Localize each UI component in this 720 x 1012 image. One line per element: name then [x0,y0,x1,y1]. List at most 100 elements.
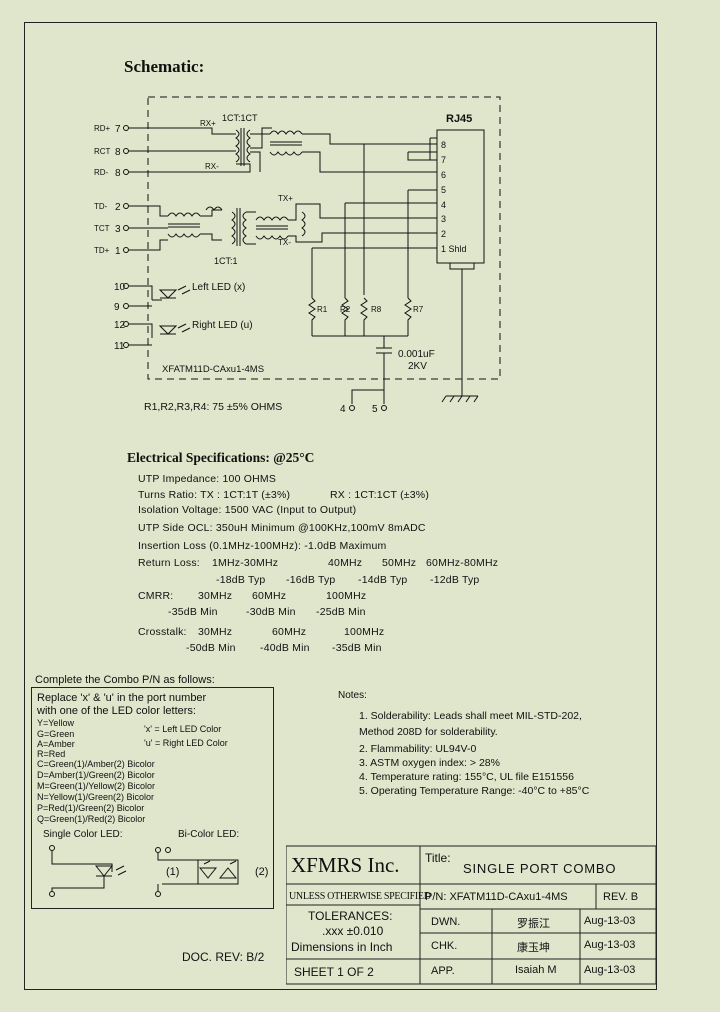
pin-tct-circle [123,225,129,231]
tx-choke-4 [301,211,306,237]
capacitor-voltage: 2KV [408,361,427,372]
spec-turns-rx: RX : 1CT:1CT (±3%) [330,489,430,501]
pin-number-1: 1 [115,246,121,257]
note-1: 1. Solderability: Leads shall meet MIL-S… [359,710,582,722]
pin-number-8a: 8 [115,147,121,158]
led-pin-12: 12 [114,320,126,331]
cmrr-value-1: -35dB Min [168,606,218,618]
pin-td-minus-circle [123,203,129,209]
color-code-6: M=Green(1)/Yellow(2) Bicolor [37,781,155,791]
crosstalk-freq-3: 100MHz [344,626,385,638]
pin-label-td-plus: TD+ [94,246,110,255]
resistor-label-r7: R7 [413,305,424,314]
part-number: P/N: XFATM11D-CAxu1-4MS [425,891,568,903]
color-code-5: D=Amber(1)/Green(2) Bicolor [37,770,155,780]
electrical-heading: Electrical Specifications: @25°C [127,450,315,465]
rx-transformer-primary [235,129,240,163]
resistor-r2 [341,297,349,336]
bottom-pin-5: 5 [372,404,378,415]
color-code-1: G=Green [37,729,75,739]
pin-td-plus-circle [123,247,129,253]
rj45-pin-3: 3 [441,214,446,224]
dwn-role: DWN. [431,916,461,928]
pin-number-8b: 8 [115,168,121,179]
unless-specified-label: UNLESS OTHERWISE SPECIFIED [289,891,431,902]
spec-isolation: Isolation Voltage: 1500 VAC (Input to Ou… [138,504,357,516]
tx-choke-1-bottom [167,233,201,238]
tx-choke-3-top [255,216,289,221]
crosstalk-label: Crosstalk: [138,626,187,638]
pin-rct-circle [123,148,129,154]
left-led-label: Left LED (x) [192,282,245,293]
cmrr-value-2: -30dB Min [246,606,296,618]
dwn-name: 罗振江 [517,918,550,930]
rj45-pin-8: 8 [441,140,446,150]
tolerances-label: TOLERANCES: [308,909,393,923]
rj45-shield-tab [449,262,475,270]
signal-rx-minus: RX- [205,162,219,171]
resistor-label-r8: R8 [371,305,382,314]
cmrr-freq-2: 60MHz [252,590,287,602]
pin-5-circle [381,405,387,411]
chk-date: Aug-13-03 [584,939,636,951]
tx-transformer-secondary [242,211,247,245]
return-loss-freq-2: 40MHz [328,557,363,569]
pin-12-circle [123,321,129,327]
pin-rd-plus-circle [123,125,129,131]
pin-9-circle [123,303,129,309]
color-code-7: N=Yellow(1)/Green(2) Bicolor [37,792,154,802]
ratio-bottom-label: 1CT:1 [214,256,238,266]
notes-heading: Notes: [338,690,367,701]
signal-tx-minus: TX- [278,238,291,247]
rj45-pin-5: 5 [441,185,446,195]
spec-insertion-loss: Insertion Loss (0.1MHz-100MHz): -1.0dB M… [138,540,387,552]
resistor-label-r1: R1 [317,305,328,314]
color-code-9: Q=Green(1)/Red(2) Bicolor [37,814,146,824]
company-name: XFMRS Inc. [291,853,400,877]
pin-label-td-minus: TD- [94,202,108,211]
note-5: 5. Operating Temperature Range: -40°C to… [359,785,590,797]
resistor-r7 [404,297,412,336]
resistor-note: R1,R2,R3,R4: 75 ±5% OHMS [144,401,282,413]
tx-transformer-primary [231,211,236,245]
bicolor-led-left-pin [155,847,161,853]
note-3: 3. ASTM oxygen index: > 28% [359,757,500,769]
td-minus-wire [129,205,168,217]
led-symbols [49,845,239,897]
part-label: XFATM11D-CAxu1-4MS [162,364,264,375]
right-led-label: Right LED (u) [192,320,253,331]
pin-label-rd-plus: RD+ [94,124,111,133]
tolerance-value: .xxx ±0.010 [322,924,384,938]
signal-rx-plus: RX+ [200,119,216,128]
combo-intro-1: Replace 'x' & 'u' in the port number [37,692,207,704]
resistor-label-r2: R2 [340,305,351,314]
single-led-bottom-pin [49,891,55,897]
pin-number-7: 7 [115,124,121,135]
led-pin-10: 10 [114,282,126,293]
note-2: 2. Flammability: UL94V-0 [359,743,477,755]
return-loss-freq-1: 1MHz-30MHz [212,557,279,569]
combo-right-note: 'u' = Right LED Color [144,738,228,748]
cmrr-freq-3: 100MHz [326,590,367,602]
doc-revision: DOC. REV: B/2 [182,950,265,964]
bicolor-led-right-pin [165,847,171,853]
color-code-8: P=Red(1)/Green(2) Bicolor [37,803,145,813]
single-led-label: Single Color LED: [43,829,123,840]
bicolor-led-bottom-pin [155,891,161,897]
rx-transformer-secondary [246,129,251,163]
td-plus-wire [129,239,168,251]
module-enclosure [147,96,501,380]
crosstalk-value-1: -50dB Min [186,642,236,654]
cmrr-freq-1: 30MHz [198,590,233,602]
pin-11-circle [123,342,129,348]
rx-minus-wire [129,163,251,173]
tx-choke-2-top [205,206,223,211]
right-led-symbol [158,325,178,335]
bicolor-pin-2-label: (2) [255,866,269,878]
led-pin-11: 11 [114,341,125,352]
note-4: 4. Temperature rating: 155°C, UL file E1… [359,771,574,783]
rj45-pin-6: 6 [441,170,446,180]
resistor-r1 [308,297,316,336]
schematic-diagram: RD+ 7 RCT 8 RD- 8 TD- 2 TCT 3 TD+ 1 10 9… [94,96,501,415]
single-led-diode-icon [94,865,114,877]
